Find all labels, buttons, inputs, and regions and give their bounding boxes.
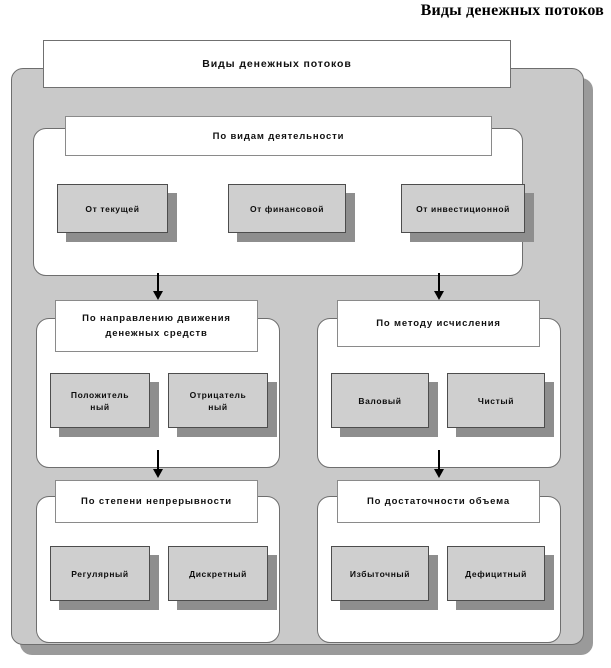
node-face: От инвестиционной [401,184,525,233]
arrow-stem [157,273,159,292]
arrow-head [153,291,163,300]
node-face: Чистый [447,373,545,428]
group-header-label: По методу исчисления [376,318,501,329]
node-face: От финансовой [228,184,346,233]
node-label: Чистый [477,395,515,406]
node-face: Валовый [331,373,429,428]
node-label: Избыточный [349,568,411,579]
group-header-label: По степени непрерывности [81,496,232,507]
node-label: Дискретный [189,568,247,579]
node-label-line2: ный [208,401,228,412]
group-header-by-direction: По направлению движения денежных средств [55,300,258,352]
group-header-label: По направлению движения денежных средств [82,313,231,339]
node-label: От текущей [85,203,140,214]
node-from-financing: От финансовой [228,184,355,242]
arrow-down-right-2 [434,450,444,478]
node-face: От текущей [57,184,168,233]
node-from-operating: От текущей [57,184,177,242]
group-header-by-sufficiency: По достаточности объема [337,480,540,523]
group-header-label: По достаточности объема [366,496,510,507]
node-gross: Валовый [331,373,438,437]
node-label-line2: ный [90,401,110,412]
node-label: От финансовой [249,203,325,214]
node-label: Регулярный [71,568,129,579]
arrow-head [434,469,444,478]
node-face: Дискретный [168,546,268,601]
root-node-label: Виды денежных потоков [202,58,352,70]
group-header-label: По видам деятельности [212,130,345,142]
node-label-line1: Отрицатель [189,389,247,400]
node-label: Дефицитный [465,568,527,579]
arrow-down-left-1 [153,273,163,300]
node-face: Избыточный [331,546,429,601]
page-title: Виды денежных потоков [420,2,604,19]
arrow-head [153,469,163,478]
node-face: Регулярный [50,546,150,601]
node-net: Чистый [447,373,554,437]
group-header-by-continuity: По степени непрерывности [55,480,258,523]
node-deficit: Дефицитный [447,546,554,610]
node-label-line1: Положитель [70,389,130,400]
node-from-investing: От инвестиционной [401,184,534,242]
arrow-down-right-1 [434,273,444,300]
arrow-stem [157,450,159,470]
node-label: От инвестиционной [416,203,510,214]
arrow-down-left-2 [153,450,163,478]
node-surplus: Избыточный [331,546,438,610]
root-node: Виды денежных потоков [43,40,511,88]
node-discrete: Дискретный [168,546,277,610]
node-regular: Регулярный [50,546,159,610]
diagram-canvas: Виды денежных потоков По видам деятельно… [0,28,611,668]
arrow-stem [438,450,440,470]
group-header-by-method: По методу исчисления [337,300,540,347]
node-face: Дефицитный [447,546,545,601]
group-header-by-activity: По видам деятельности [65,116,492,156]
arrow-stem [438,273,440,292]
arrow-head [434,291,444,300]
node-label: Валовый [358,395,402,406]
